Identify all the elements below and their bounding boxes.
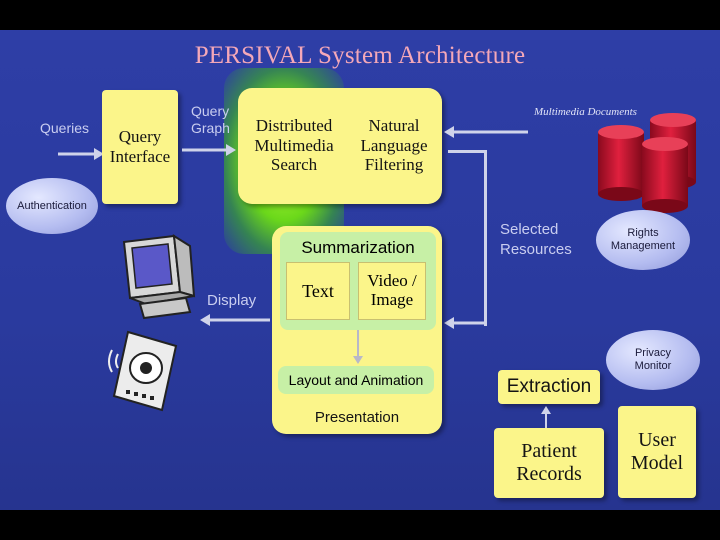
query-graph-line1: Query (191, 103, 230, 119)
query-interface-box: Query Interface (102, 90, 178, 204)
queries-label: Queries (40, 120, 90, 136)
multimedia-documents-label: Multimedia Documents (534, 106, 637, 118)
dms-line1: Distributed (255, 116, 333, 135)
extraction-box: Extraction (498, 370, 600, 404)
documents-arrow (444, 126, 528, 138)
authentication-ellipse: Authentication (6, 178, 98, 234)
user-model-box: User Model (618, 406, 696, 498)
patient-line2: Records (516, 463, 582, 485)
slide: PERSIVAL System Architecture Queries Aut… (0, 30, 720, 510)
query-graph-arrow (182, 144, 236, 156)
extraction-arrow (541, 406, 551, 430)
database-icon (598, 113, 696, 213)
patient-records-box: Patient Records (494, 428, 604, 498)
patient-line1: Patient (521, 440, 577, 462)
search-filter-box: Distributed Multimedia Search Natural La… (238, 88, 442, 204)
nlf-line3: Filtering (364, 155, 424, 175)
authentication-label: Authentication (17, 199, 87, 212)
query-graph-line2: Graph (191, 119, 230, 136)
privacy-line2: Monitor (634, 360, 672, 372)
distributed-search-text: Distributed Multimedia Search (242, 116, 346, 175)
selected-line2: Resources (500, 240, 572, 258)
query-interface-line1: Query (118, 127, 162, 147)
selected-resources-top (448, 150, 487, 153)
dms-line3: Search (270, 155, 318, 175)
nlf-line2: Language (360, 135, 428, 155)
queries-arrow (58, 148, 104, 160)
display-arrow (200, 314, 270, 326)
monitor-icon (122, 234, 196, 320)
user-line2: Model (630, 452, 684, 474)
selected-resources-line (484, 150, 487, 326)
selected-resources-label: Selected Resources (500, 220, 572, 259)
handheld-device-icon (108, 330, 178, 412)
privacy-line1: Privacy (634, 347, 672, 360)
layout-arrow (353, 330, 363, 364)
layout-animation-box: Layout and Animation (278, 366, 434, 394)
dms-line2: Multimedia (254, 135, 334, 155)
selected-line1: Selected (500, 221, 559, 238)
rights-line2: Management (610, 240, 676, 252)
page-title: PERSIVAL System Architecture (194, 42, 526, 69)
presentation-label: Presentation (314, 409, 400, 426)
query-graph-label: Query Graph (191, 103, 230, 137)
summarization-label: Summarization (301, 238, 415, 257)
selected-resources-arrow (444, 317, 487, 329)
text-box: Text (286, 262, 350, 320)
video-line2: Image (370, 290, 414, 309)
display-label: Display (207, 292, 257, 309)
nl-filtering-text: Natural Language Filtering (346, 116, 442, 175)
user-line1: User (638, 429, 676, 451)
privacy-monitor-ellipse: Privacy Monitor (606, 330, 700, 390)
rights-management-ellipse: Rights Management (596, 210, 690, 270)
query-interface-line2: Interface (109, 147, 171, 166)
nlf-line1: Natural (368, 116, 420, 135)
video-image-box: Video / Image (358, 262, 426, 320)
rights-line1: Rights (627, 227, 659, 240)
video-line1: Video / (367, 271, 417, 291)
